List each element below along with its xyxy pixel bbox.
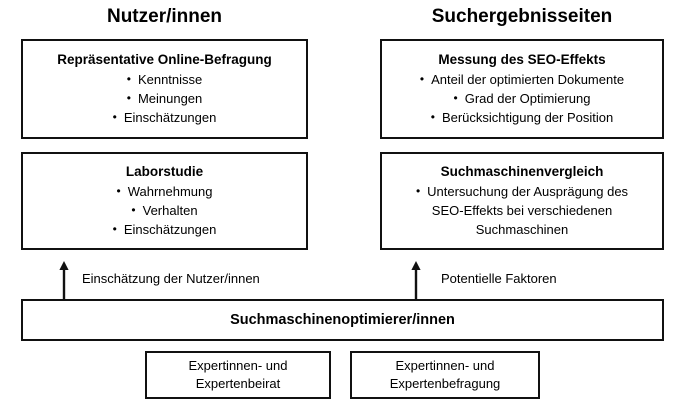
box-expertenbeirat[interactable]: Expertinnen- und Expertenbeirat bbox=[145, 351, 331, 399]
box-suchmaschinenvergleich-bullets: • Untersuchung der Ausprägung des SEO-Eff… bbox=[403, 182, 641, 239]
bullet-text: Einschätzungen bbox=[123, 222, 217, 237]
left-arrow bbox=[59, 261, 69, 302]
list-item: • Einschätzungen bbox=[113, 108, 217, 127]
box-expertenbefragung-line2: Expertenbefragung bbox=[389, 376, 501, 391]
bullet-text: Einschätzungen bbox=[123, 110, 217, 125]
bullet-icon: • bbox=[419, 72, 425, 86]
bullet-icon: • bbox=[415, 184, 421, 198]
list-item: • Kenntnisse bbox=[113, 70, 217, 89]
list-item: • Grad der Optimierung bbox=[420, 89, 624, 108]
right-arrow-label: Potentielle Faktoren bbox=[441, 271, 557, 286]
right-arrow bbox=[411, 261, 421, 302]
bullet-text: Berücksichtigung der Position bbox=[441, 110, 614, 125]
box-laborstudie-title: Laborstudie bbox=[125, 164, 204, 179]
list-item: • Einschätzungen bbox=[113, 220, 217, 239]
wide-bar-suchmaschinenoptimierer[interactable]: Suchmaschinenoptimierer/innen bbox=[21, 299, 664, 341]
list-item: • Wahrnehmung bbox=[113, 182, 217, 201]
box-laborstudie[interactable]: Laborstudie • Wahrnehmung • Verhalten • Ein… bbox=[21, 152, 308, 250]
bullet-icon: • bbox=[112, 222, 117, 236]
list-item: • Berücksichtigung der Position bbox=[420, 108, 624, 127]
list-item: • Anteil der optimierten Dokumente bbox=[420, 70, 624, 89]
bullet-icon: • bbox=[430, 110, 435, 124]
bullet-icon: • bbox=[126, 72, 131, 86]
bullet-text: Untersuchung der Ausprägung des SEO-Effe… bbox=[427, 184, 629, 237]
bullet-text: Anteil der optimierten Dokumente bbox=[431, 72, 625, 87]
bullet-icon: • bbox=[131, 203, 136, 217]
bullet-icon: • bbox=[112, 110, 117, 124]
box-online-befragung[interactable]: Repräsentative Online-Befragung • Kenntni… bbox=[21, 39, 308, 139]
box-expertenbefragung[interactable]: Expertinnen- und Expertenbefragung bbox=[350, 351, 540, 399]
box-laborstudie-bullets: • Wahrnehmung • Verhalten • Einschätzungen bbox=[113, 182, 217, 239]
box-seo-messung[interactable]: Messung des SEO-Effekts • Anteil der opti… bbox=[380, 39, 664, 139]
bullet-text: Meinungen bbox=[137, 91, 203, 106]
bullet-text: Kenntnisse bbox=[137, 72, 203, 87]
box-suchmaschinenvergleich-title: Suchmaschinenvergleich bbox=[440, 164, 604, 179]
bullet-icon: • bbox=[116, 184, 121, 198]
bullet-text: Grad der Optimierung bbox=[464, 91, 591, 106]
box-expertenbeirat-line2: Expertenbeirat bbox=[195, 376, 281, 391]
list-item: • Meinungen bbox=[113, 89, 217, 108]
box-expertenbefragung-line1: Expertinnen- und bbox=[395, 358, 495, 373]
bullet-text: Wahrnehmung bbox=[127, 184, 213, 199]
box-expertenbeirat-label: Expertinnen- und Expertenbeirat bbox=[188, 357, 287, 393]
left-arrow-label: Einschätzung der Nutzer/innen bbox=[82, 271, 260, 286]
bullet-text: Verhalten bbox=[142, 203, 198, 218]
box-seo-messung-bullets: • Anteil der optimierten Dokumente • Grad … bbox=[420, 70, 624, 127]
box-expertenbefragung-label: Expertinnen- und Expertenbefragung bbox=[390, 357, 501, 393]
bullet-icon: • bbox=[126, 91, 131, 105]
bullet-icon: • bbox=[453, 91, 458, 105]
wide-bar-label: Suchmaschinenoptimierer/innen bbox=[230, 312, 455, 328]
column-header-nutzer: Nutzer/innen bbox=[106, 6, 223, 27]
box-online-befragung-title: Repräsentative Online-Befragung bbox=[57, 52, 272, 67]
column-header-suchergebnisseiten: Suchergebnisseiten bbox=[431, 6, 613, 27]
box-expertenbeirat-line1: Expertinnen- und bbox=[188, 358, 288, 373]
box-online-befragung-bullets: • Kenntnisse • Meinungen • Einschätzungen bbox=[113, 70, 217, 127]
list-item: • Verhalten bbox=[113, 201, 217, 220]
box-suchmaschinenvergleich[interactable]: Suchmaschinenvergleich • Untersuchung der… bbox=[380, 152, 664, 250]
box-seo-messung-title: Messung des SEO-Effekts bbox=[438, 52, 606, 67]
